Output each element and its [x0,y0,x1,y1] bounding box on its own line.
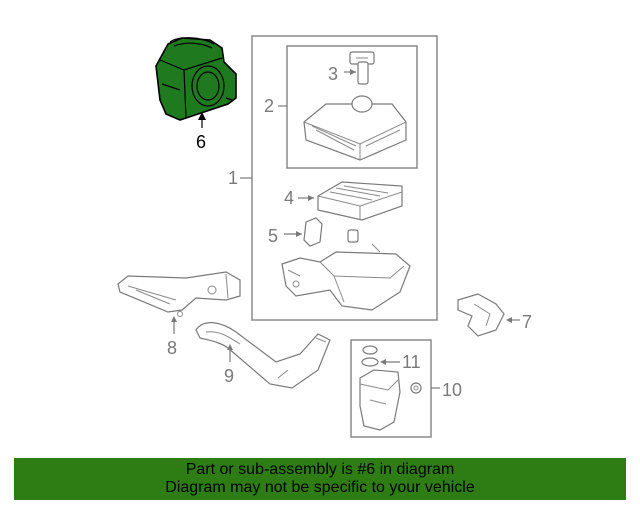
callout-6[interactable]: 6 [196,132,206,152]
callout-11[interactable]: 11 [402,352,421,372]
banner-line-1: Part or sub-assembly is #6 in diagram [185,461,455,478]
part-3[interactable] [349,51,375,85]
callout-3[interactable]: 3 [328,64,338,84]
part-2-cover[interactable] [303,95,407,161]
callout-2[interactable]: 2 [264,96,274,116]
info-banner: Part or sub-assembly is #6 in diagram Di… [14,458,626,500]
parts-diagram: 6 1 2 3 4 5 [117,35,532,438]
callout-10[interactable]: 10 [442,380,462,400]
callout-9[interactable]: 9 [224,366,234,386]
callout-5[interactable]: 5 [268,226,278,246]
part-8-duct[interactable] [117,271,241,317]
arrow-6 [198,112,206,120]
part-7-bracket[interactable] [457,293,505,337]
banner-line-2: Diagram may not be specific to your vehi… [165,479,475,496]
part-5[interactable] [303,217,359,247]
assembly-box-2 [286,45,418,169]
part-9-hose[interactable] [195,322,331,389]
part-11[interactable] [361,345,379,367]
part-4-filter[interactable] [317,181,403,221]
callout-4[interactable]: 4 [284,188,294,208]
callout-7[interactable]: 7 [522,312,532,332]
part-6-highlighted[interactable] [155,37,237,121]
part-lower-housing[interactable] [281,243,411,311]
callout-1[interactable]: 1 [228,168,238,188]
part-10-reservoir[interactable] [359,369,422,431]
callout-8[interactable]: 8 [167,338,177,358]
